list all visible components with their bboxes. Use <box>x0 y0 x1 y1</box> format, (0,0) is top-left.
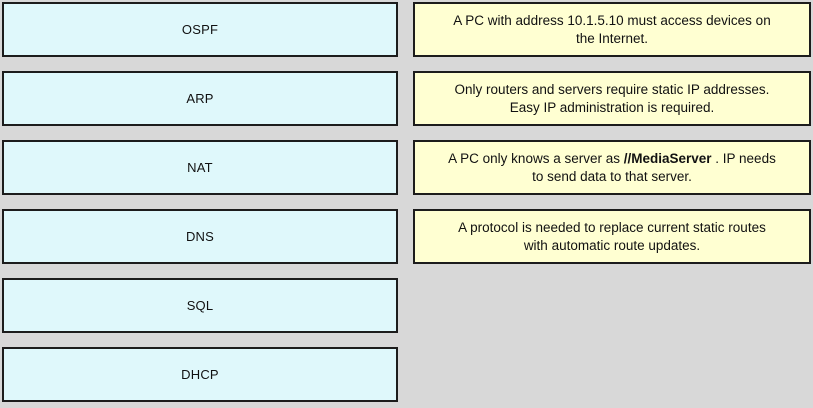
protocol-box-ospf[interactable]: OSPF <box>2 2 398 57</box>
description-box-ip-administration[interactable]: Only routers and servers require static … <box>413 71 811 126</box>
description-text-internet-access: A PC with address 10.1.5.10 must access … <box>453 12 771 46</box>
protocol-label-sql: SQL <box>186 298 214 313</box>
description-text-prefix: A PC only knows a server as <box>448 150 624 166</box>
description-text-route-updates: A protocol is needed to replace current … <box>458 219 766 253</box>
description-text-media-server: A PC only knows a server as //MediaServe… <box>448 150 776 186</box>
protocol-box-dns[interactable]: DNS <box>2 209 398 264</box>
description-box-media-server[interactable]: A PC only knows a server as //MediaServe… <box>413 140 811 195</box>
description-text-suffix: . IP needs to send data to that server. <box>532 150 776 184</box>
description-box-internet-access[interactable]: A PC with address 10.1.5.10 must access … <box>413 2 811 57</box>
protocol-box-nat[interactable]: NAT <box>2 140 398 195</box>
protocol-label-nat: NAT <box>187 160 213 175</box>
description-text-bold-hostname: //MediaServer <box>623 150 712 166</box>
protocol-box-sql[interactable]: SQL <box>2 278 398 333</box>
protocol-label-dhcp: DHCP <box>181 367 219 382</box>
protocol-label-ospf: OSPF <box>181 22 219 37</box>
protocol-box-dhcp[interactable]: DHCP <box>2 347 398 402</box>
description-box-route-updates[interactable]: A protocol is needed to replace current … <box>413 209 811 264</box>
description-text-ip-administration: Only routers and servers require static … <box>454 81 770 115</box>
protocol-label-arp: ARP <box>186 91 214 106</box>
matching-board: OSPF ARP NAT DNS SQL DHCP A PC with addr… <box>2 2 811 402</box>
protocol-label-dns: DNS <box>185 229 215 244</box>
protocol-box-arp[interactable]: ARP <box>2 71 398 126</box>
